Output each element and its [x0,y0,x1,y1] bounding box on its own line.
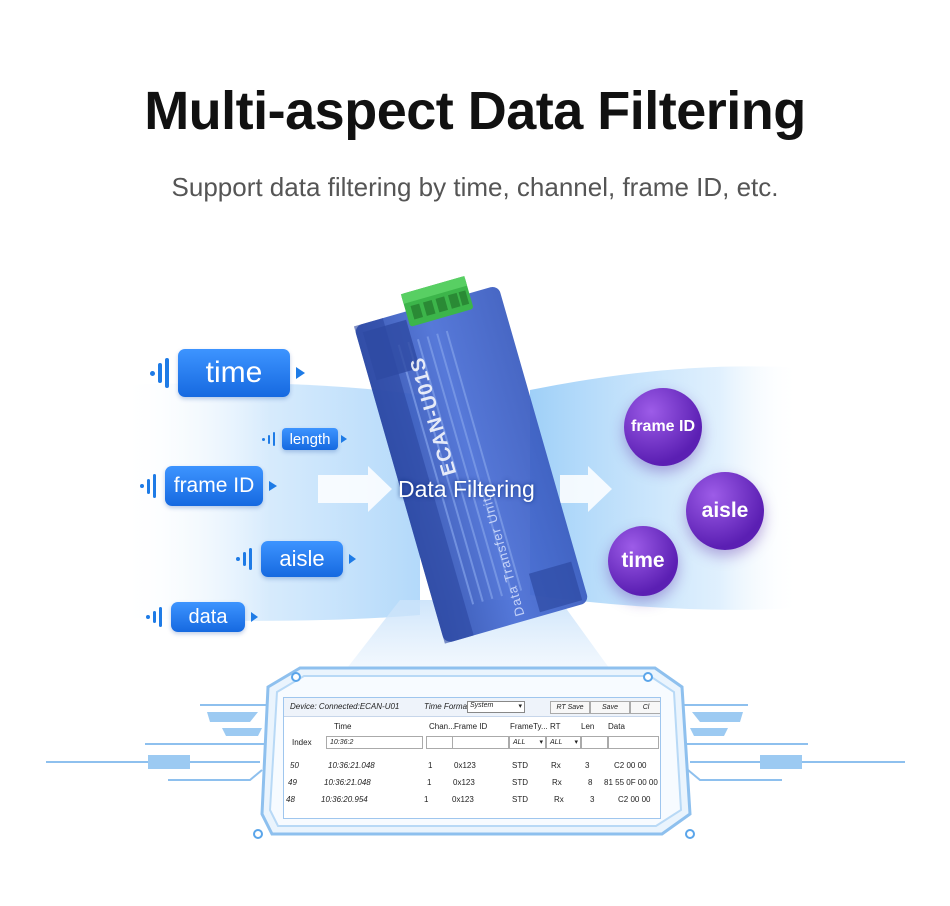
row-len: 8 [588,778,593,787]
table-row[interactable]: 49 10:36:21.048 1 0x123 STD Rx 8 81 55 0… [284,778,660,794]
row-channel: 1 [428,761,433,770]
input-tag-time: time [150,349,305,397]
arrow-right-icon [296,367,305,379]
arrow-right-icon [269,481,277,491]
output-circle-frame-id: frame ID [624,388,702,466]
input-tag-label: data [171,602,245,632]
frame-id-filter-input[interactable] [452,736,509,749]
arrow-right-icon [251,612,258,622]
input-tag-frame-id: frame ID [140,466,277,506]
row-time: 10:36:20.954 [321,795,368,804]
column-header-index: Index [292,738,312,747]
chevron-down-icon: ▾ [539,739,543,746]
arrow-right-icon [341,435,347,443]
row-channel: 1 [427,778,432,787]
clear-button[interactable]: Cl [630,701,660,714]
signal-icon [236,548,255,570]
signal-icon [262,432,278,446]
input-tag-label: length [282,428,338,450]
column-header-time: Time [334,722,352,731]
arrow-right-icon [349,554,356,564]
input-tag-aisle: aisle [236,541,356,577]
input-tag-data: data [146,602,258,632]
time-format-value: System [470,702,494,709]
row-frame-id: 0x123 [454,761,476,770]
output-circle-aisle: aisle [686,472,764,550]
row-len: 3 [585,761,590,770]
row-rt: Rx [551,761,561,770]
software-toolbar: Device: Connected:ECAN-U01 Time Format: … [284,698,660,717]
row-time: 10:36:21.048 [328,761,375,770]
row-data: 81 55 0F 00 00 [604,778,658,787]
rt-save-button[interactable]: RT Save [550,701,590,714]
row-len: 3 [590,795,595,804]
column-header-frame-id: Frame ID [454,722,488,731]
row-frame-type: STD [512,795,528,804]
signal-icon [150,358,172,388]
save-button[interactable]: Save [590,701,630,714]
row-frame-id: 0x123 [452,795,474,804]
column-header-len: Len [581,722,595,731]
chevron-down-icon: ▾ [574,739,578,746]
column-header-channel: Chan... [429,722,455,731]
device-caption-label: Data Transfer Unit [478,495,528,618]
rt-filter-select[interactable]: ALL ▾ [546,736,581,749]
signal-icon [146,607,165,627]
column-header-rt: RT [550,722,561,731]
row-frame-id: 0x123 [453,778,475,787]
data-filtering-label: Data Filtering [398,476,535,502]
time-format-select[interactable]: System ▾ [467,701,525,713]
device-brand-label: ECAN-U01S [406,354,462,478]
data-filter-input[interactable] [608,736,659,749]
channel-filter-input[interactable] [426,736,453,749]
row-data: C2 00 00 [614,761,647,770]
input-tag-length: length [262,428,347,450]
device-status-text: Device: Connected:ECAN-U01 [290,702,400,711]
table-row[interactable]: 50 10:36:21.048 1 0x123 STD Rx 3 C2 00 0… [284,761,660,777]
frame-type-filter-value: ALL [513,739,526,746]
input-tag-label: aisle [261,541,343,577]
row-index: 49 [288,778,297,787]
column-header-frame-type: FrameTy... [510,722,548,731]
row-frame-type: STD [512,761,528,770]
row-rt: Rx [554,795,564,804]
table-row[interactable]: 48 10:36:20.954 1 0x123 STD Rx 3 C2 00 0… [284,795,660,811]
output-circle-time: time [608,526,678,596]
frame-type-filter-select[interactable]: ALL ▾ [509,736,546,749]
row-frame-type: STD [512,778,528,787]
page-subtitle: Support data filtering by time, channel,… [171,172,779,202]
column-header-data: Data [608,722,625,731]
row-index: 50 [290,761,299,770]
page-title: Multi-aspect Data Filtering [144,81,806,141]
rt-filter-value: ALL [550,739,563,746]
software-screen: Device: Connected:ECAN-U01 Time Format: … [283,697,661,819]
row-channel: 1 [424,795,429,804]
input-tag-label: time [178,349,290,397]
time-format-label: Time Format: [424,702,472,711]
signal-icon [140,474,159,498]
input-tag-label: frame ID [165,466,263,506]
len-filter-input[interactable] [581,736,608,749]
chevron-down-icon: ▾ [518,703,522,710]
row-time: 10:36:21.048 [324,778,371,787]
row-index: 48 [286,795,295,804]
time-filter-input[interactable]: 10:36:2 [326,736,423,749]
row-rt: Rx [552,778,562,787]
row-data: C2 00 00 [618,795,651,804]
